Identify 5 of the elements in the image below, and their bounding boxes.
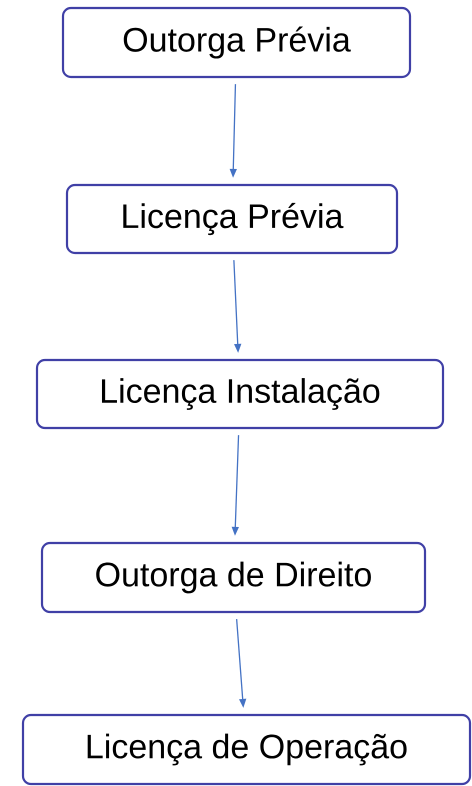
process-box: Licença de Operação bbox=[22, 714, 472, 786]
process-box: Licença Instalação bbox=[36, 358, 444, 430]
process-box: Outorga Prévia bbox=[62, 6, 412, 78]
process-box: Licença Prévia bbox=[66, 184, 398, 254]
process-box: Outorga de Direito bbox=[40, 542, 426, 614]
